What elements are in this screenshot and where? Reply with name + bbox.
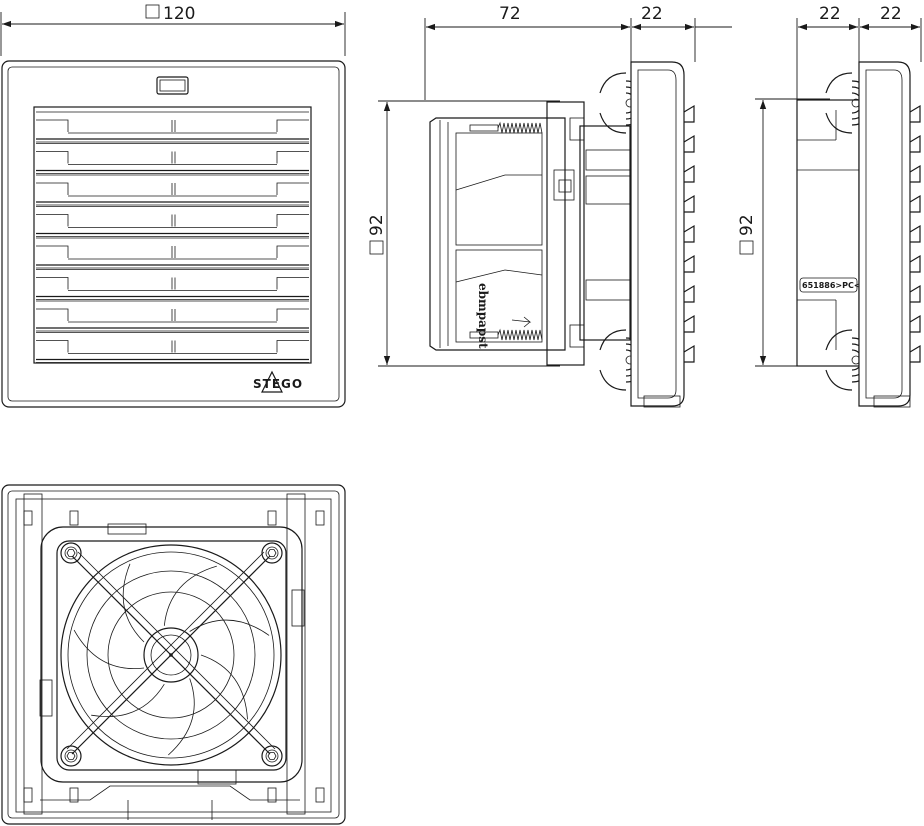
screw-icon	[261, 745, 283, 767]
fan-ring	[60, 544, 282, 766]
fan-blade	[122, 563, 145, 643]
fan-blade	[163, 565, 217, 626]
stego-logo: STEGO	[253, 370, 303, 393]
louvre-slat	[36, 174, 309, 206]
guard-wire	[71, 555, 271, 755]
part-number-label-box	[799, 277, 858, 293]
grille-tooth	[683, 224, 695, 243]
dim-right-height: 92	[737, 214, 757, 236]
rear-housing	[1, 484, 346, 825]
side-view: 72 22 92 ebmpapst	[367, 4, 732, 408]
louvre-slat	[36, 206, 309, 237]
grille-tooth	[909, 194, 921, 213]
louvres	[36, 111, 309, 363]
grille-tooth	[909, 344, 921, 363]
grille-tooth	[909, 254, 921, 273]
grille-right	[858, 61, 911, 407]
spring	[469, 328, 543, 341]
grille-tooth	[683, 134, 695, 153]
fan-blade	[91, 683, 165, 717]
square-symbol-icon	[369, 240, 384, 255]
grille-tooth	[909, 104, 921, 123]
svg-text:STEGO: STEGO	[253, 377, 303, 391]
fan-blades	[73, 563, 270, 756]
screw-icon	[60, 542, 82, 564]
screw-icon	[261, 542, 283, 564]
fan-brand-label: ebmpapst	[476, 283, 490, 349]
front-view: 120 STEGO	[0, 4, 346, 408]
louvre-slat	[36, 143, 309, 174]
louvre-slat	[36, 300, 309, 332]
square-symbol-icon	[145, 4, 160, 19]
screw-icon	[60, 745, 82, 767]
grille-tooth	[683, 284, 695, 303]
mounting-block	[546, 101, 585, 366]
louvre-slat	[36, 237, 309, 269]
dim-front-width: 120	[163, 4, 195, 24]
springs	[469, 121, 543, 341]
dim-side-depth: 72	[499, 4, 521, 24]
fan-blade	[200, 654, 248, 720]
fan-hub	[143, 627, 199, 683]
grille-teeth	[683, 104, 695, 363]
front-housing	[1, 60, 346, 408]
grille-tooth	[683, 194, 695, 213]
fan-frame	[40, 526, 303, 783]
grille-tooth	[909, 134, 921, 153]
part-number-label: 651886>PC<	[802, 281, 861, 290]
grille-tooth	[909, 224, 921, 243]
louvre-frame	[33, 106, 312, 364]
louvre-slat	[36, 111, 309, 143]
grille-tooth	[909, 164, 921, 183]
spring	[469, 121, 543, 134]
dim-side-grille-depth: 22	[641, 4, 663, 24]
grille-tooth	[909, 284, 921, 303]
dim-side-height: 92	[367, 214, 387, 236]
fan-body-side	[429, 117, 566, 351]
fan-blade	[73, 629, 145, 670]
square-symbol-icon	[739, 240, 754, 255]
right-view: 22 22 92 651886>PC<	[737, 4, 922, 408]
grille-tooth	[683, 254, 695, 273]
louvre-slat	[36, 269, 309, 300]
fan-blade	[189, 619, 270, 636]
fan-blade	[168, 678, 195, 756]
grille-side	[630, 61, 685, 407]
dimension-front-width: 120	[0, 4, 346, 56]
grille-tooth	[683, 104, 695, 123]
grille-tooth	[683, 314, 695, 333]
screws	[60, 542, 283, 767]
dim-right-left-depth: 22	[819, 4, 841, 24]
grille-tooth	[683, 344, 695, 363]
dim-right-right-depth: 22	[880, 4, 902, 24]
front-latch	[156, 76, 189, 95]
grille-teeth	[909, 104, 921, 363]
grille-tooth	[683, 164, 695, 183]
grille-tooth	[909, 314, 921, 333]
rear-view	[1, 484, 346, 825]
louvre-slat	[36, 332, 309, 363]
